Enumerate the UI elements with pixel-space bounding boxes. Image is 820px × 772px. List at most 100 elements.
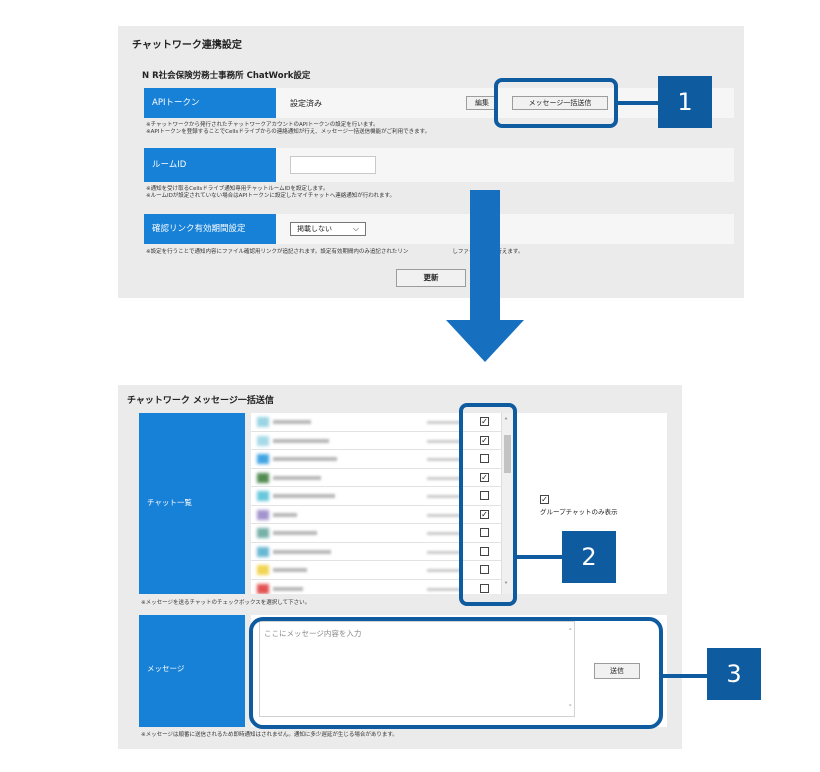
chevron-down-icon: ⌵ (352, 224, 359, 233)
bulk-send-button[interactable]: メッセージ一括送信 (512, 96, 608, 110)
chat-avatar (257, 491, 269, 501)
chat-name-redacted (273, 549, 331, 554)
api-token-status: 設定済み (290, 99, 322, 108)
room-id-row: ルームID (144, 148, 734, 182)
textarea-scroll-down-icon[interactable]: ˅ (568, 704, 573, 712)
chat-avatar (257, 583, 269, 594)
chat-row (251, 487, 515, 506)
chat-checkbox[interactable] (480, 528, 489, 537)
update-button[interactable]: 更新 (396, 269, 466, 287)
chat-name-redacted (273, 568, 307, 572)
group-only-checkbox[interactable]: ✓ (540, 495, 549, 504)
chat-avatar (257, 435, 269, 446)
settings-panel-title: チャットワーク連携設定 (132, 40, 242, 51)
message-note: ※メッセージは順番に送信されるため即時通知はされません。通知に多少遅延が生じる場… (141, 732, 398, 738)
chat-id-redacted (427, 439, 461, 443)
chat-id-redacted (427, 532, 461, 535)
chat-id-redacted (427, 458, 461, 461)
chat-avatar (257, 472, 269, 483)
chat-name-redacted (273, 420, 311, 424)
chat-name-redacted (273, 531, 317, 535)
chat-id-redacted (427, 513, 461, 517)
chat-checkbox[interactable]: ✓ (480, 435, 489, 445)
chat-name-redacted (273, 494, 335, 498)
link-expiry-selected: 掲載しない (297, 225, 332, 233)
chat-checkbox[interactable] (480, 565, 489, 574)
chat-avatar (257, 565, 269, 575)
message-label: メッセージ (139, 615, 245, 727)
scroll-up-icon[interactable]: ˄ (504, 417, 508, 426)
chat-avatar (257, 454, 269, 464)
api-token-note-line2: ※APIトークンを登録することでCellsドライブからの連絡通知が行え、メッセー… (146, 129, 431, 135)
api-token-note: ※チャットワークから発行されたチャットワークアカウントのAPIトークンの設定を行… (146, 122, 430, 136)
callout-badge-2: 2 (562, 531, 616, 583)
chat-name-redacted (273, 586, 303, 591)
chat-checkbox[interactable] (480, 583, 489, 593)
group-only-filter[interactable]: ✓ グループチャットのみ表示 (540, 495, 618, 516)
chat-id-redacted (427, 550, 461, 554)
chat-name-redacted (273, 475, 321, 480)
scroll-thumb[interactable] (504, 435, 511, 473)
chat-avatar (257, 509, 269, 520)
callout-highlight-2 (459, 403, 517, 606)
callout-badge-1: 1 (658, 76, 712, 128)
chat-row (251, 524, 515, 543)
chat-list-label: チャット一覧 (139, 413, 245, 594)
message-placeholder: ここにメッセージ内容を入力 (264, 629, 362, 638)
chat-select-note: ※メッセージを送るチャットのチェックボックスを選択して下さい。 (141, 600, 311, 606)
chat-avatar (257, 417, 269, 427)
chat-row: ✓ (251, 469, 515, 487)
chat-checkbox[interactable]: ✓ (480, 417, 489, 426)
chat-row (251, 580, 515, 595)
send-button[interactable]: 送信 (594, 663, 640, 679)
link-expiry-row: 確認リンク有効期間設定 掲載しない ⌵ (144, 214, 734, 244)
room-id-note: ※通知を受け取るCellsドライブ通知専用チャットルームIDを設定します。 ※ル… (146, 186, 395, 200)
chat-id-redacted (427, 421, 461, 424)
group-only-label: グループチャットのみ表示 (540, 508, 618, 516)
chat-row: ✓ (251, 432, 515, 450)
chat-row: ✓ (251, 506, 515, 524)
room-id-note-line1: ※通知を受け取るCellsドライブ通知専用チャットルームIDを設定します。 (146, 186, 329, 192)
chatwork-settings-panel: チャットワーク連携設定 N R社会保険労務士事務所 ChatWork設定 API… (118, 26, 744, 298)
bulk-panel-title: チャットワーク メッセージ一括送信 (127, 396, 274, 406)
chat-checkbox[interactable] (480, 491, 489, 500)
callout-connector-1 (617, 101, 659, 105)
api-token-note-line1: ※チャットワークから発行されたチャットワークアカウントのAPIトークンの設定を行… (146, 122, 379, 128)
message-area: ここにメッセージ内容を入力 ˄ ˅ 送信 (251, 615, 667, 727)
link-expiry-select[interactable]: 掲載しない ⌵ (290, 222, 366, 236)
chat-row (251, 450, 515, 469)
chat-name-redacted (273, 457, 337, 461)
chat-checkbox[interactable] (480, 546, 489, 556)
callout-badge-3: 3 (707, 648, 761, 700)
scroll-down-icon[interactable]: ˅ (504, 581, 508, 590)
chat-name-redacted (273, 512, 297, 517)
chat-avatar (257, 546, 269, 557)
chat-id-redacted (427, 476, 461, 480)
chat-name-redacted (273, 438, 329, 443)
chat-id-redacted (427, 569, 461, 572)
chat-avatar (257, 528, 269, 538)
down-arrow-icon (470, 190, 500, 320)
room-id-input[interactable] (290, 156, 376, 174)
chat-id-redacted (427, 587, 461, 591)
api-token-label: APIトークン (144, 88, 276, 118)
callout-highlight-1 (494, 78, 618, 128)
chat-list: ✓ ✓ ✓ ✓ (251, 413, 515, 594)
room-id-label: ルームID (144, 148, 276, 182)
chat-row: ✓ (251, 413, 515, 432)
callout-connector-2 (516, 555, 564, 559)
room-id-note-line2: ※ルームIDが設定されていない場合はAPIトークンに設定したマイチャットへ連絡通… (146, 193, 395, 199)
chat-checkbox[interactable] (480, 454, 489, 463)
chat-row (251, 543, 515, 561)
callout-highlight-3 (249, 617, 663, 729)
message-textarea[interactable]: ここにメッセージ内容を入力 ˄ ˅ (259, 621, 575, 717)
link-expiry-label: 確認リンク有効期間設定 (144, 214, 276, 244)
textarea-scroll-up-icon[interactable]: ˄ (568, 628, 573, 636)
chat-list-scrollbar[interactable]: ˄ ˅ (501, 413, 513, 594)
chat-checkbox[interactable]: ✓ (480, 509, 489, 519)
link-expiry-note: ※設定を行うことで通知内容にファイル確認用リンクが追記されます。設定有効期間内の… (146, 249, 524, 255)
callout-connector-3 (662, 674, 708, 678)
chat-row (251, 561, 515, 580)
chat-checkbox[interactable]: ✓ (480, 472, 489, 482)
office-settings-title: N R社会保険労務士事務所 ChatWork設定 (142, 71, 311, 81)
